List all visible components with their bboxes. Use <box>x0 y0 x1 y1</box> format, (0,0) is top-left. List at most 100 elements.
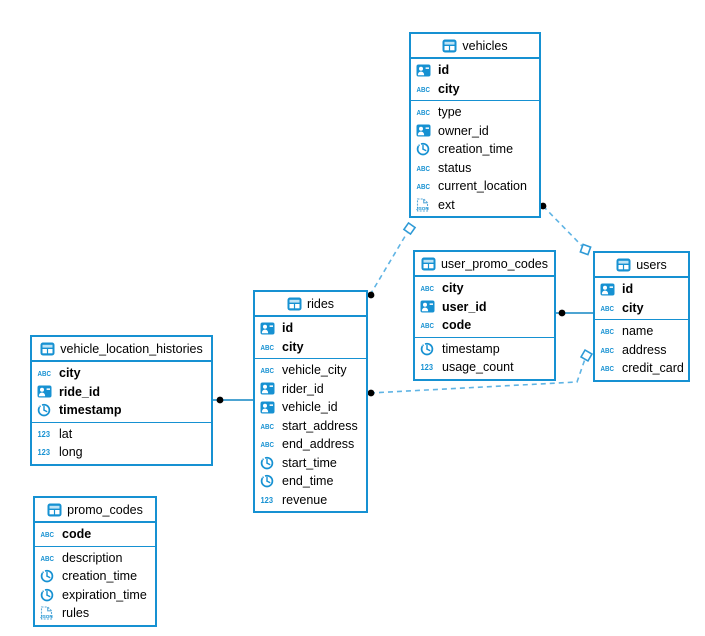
svg-text:ABC: ABC <box>41 530 55 539</box>
svg-text:ABC: ABC <box>261 366 275 375</box>
id-type-icon <box>416 64 434 77</box>
column-name: expiration_time <box>62 587 147 602</box>
column-row-vehicle_id[interactable]: vehicle_id <box>255 398 366 417</box>
text-type-icon: ABC <box>600 345 618 355</box>
column-row-id[interactable]: id <box>255 319 366 338</box>
column-name: city <box>59 366 81 380</box>
diamond-marker <box>579 243 592 256</box>
relationship-line[interactable] <box>369 358 586 394</box>
column-name: end_address <box>282 437 355 451</box>
relationship-vehicles-users[interactable] <box>539 202 592 256</box>
column-name: owner_id <box>438 123 489 138</box>
relationship-rides-users[interactable] <box>367 348 594 397</box>
text-type-icon: ABC <box>416 181 434 191</box>
table-name: promo_codes <box>67 502 143 517</box>
datetime-type-icon <box>416 142 434 156</box>
text-type-icon: ABC <box>40 529 58 539</box>
column-row-expiration_time[interactable]: expiration_time <box>35 586 155 605</box>
column-name: rider_id <box>282 381 324 396</box>
table-header[interactable]: promo_codes <box>35 498 155 523</box>
svg-text:ABC: ABC <box>417 108 431 117</box>
column-row-id[interactable]: id <box>595 280 688 299</box>
svg-text:ABC: ABC <box>417 85 431 94</box>
column-row-user_id[interactable]: user_id <box>415 298 554 317</box>
column-row-current_location[interactable]: ABC current_location <box>411 177 539 196</box>
column-row-id[interactable]: id <box>411 61 539 80</box>
text-type-icon: ABC <box>260 365 278 375</box>
number-type-icon: 123 <box>37 447 55 457</box>
datetime-type-icon <box>260 474 278 488</box>
column-name: current_location <box>438 179 527 193</box>
endpoint-dot <box>367 291 375 299</box>
column-name: creation_time <box>438 142 514 156</box>
column-row-type[interactable]: ABC type <box>411 103 539 122</box>
endpoint-dot <box>216 396 224 404</box>
table-header[interactable]: vehicles <box>411 34 539 59</box>
datetime-type-icon <box>40 569 58 583</box>
column-row-creation_time[interactable]: creation_time <box>35 567 155 586</box>
svg-text:JSON: JSON <box>416 206 429 211</box>
svg-text:123: 123 <box>261 496 274 505</box>
column-name: credit_card <box>622 361 684 375</box>
column-row-rider_id[interactable]: rider_id <box>255 380 366 399</box>
number-type-icon: 123 <box>420 362 438 372</box>
column-name: id <box>282 321 294 335</box>
column-row-code[interactable]: ABC code <box>415 316 554 335</box>
column-name: code <box>442 318 472 332</box>
column-row-ride_id[interactable]: ride_id <box>32 383 211 402</box>
id-type-icon <box>260 382 278 395</box>
table-header[interactable]: user_promo_codes <box>415 252 554 277</box>
text-type-icon: ABC <box>260 342 278 352</box>
svg-text:ABC: ABC <box>601 327 615 336</box>
column-name: city <box>442 281 464 295</box>
svg-text:ABC: ABC <box>421 321 435 330</box>
datetime-type-icon <box>37 403 55 417</box>
column-row-start_time[interactable]: start_time <box>255 454 366 473</box>
table-header[interactable]: users <box>595 253 688 278</box>
relationship-vehicle_location_histories-rides[interactable] <box>213 396 253 404</box>
column-row-creation_time[interactable]: creation_time <box>411 140 539 159</box>
relationship-user_promo_codes-users[interactable] <box>556 309 593 317</box>
relationship-rides-vehicles[interactable] <box>367 221 417 299</box>
column-row-timestamp[interactable]: timestamp <box>415 340 554 359</box>
column-name: type <box>438 105 462 119</box>
relationship-line[interactable] <box>369 232 408 296</box>
column-row-timestamp[interactable]: timestamp <box>32 401 211 420</box>
column-row-end_time[interactable]: end_time <box>255 472 366 491</box>
table-icon <box>616 258 631 272</box>
table-header[interactable]: vehicle_location_histories <box>32 337 211 362</box>
column-row-ext[interactable]: JSON ext <box>411 196 539 215</box>
table-icon <box>40 342 55 356</box>
table-header[interactable]: rides <box>255 292 366 317</box>
relationship-line[interactable] <box>542 205 584 248</box>
column-name: id <box>438 63 450 77</box>
column-name: ext <box>438 197 455 212</box>
number-type-icon: 123 <box>37 429 55 439</box>
column-row-owner_id[interactable]: owner_id <box>411 122 539 141</box>
